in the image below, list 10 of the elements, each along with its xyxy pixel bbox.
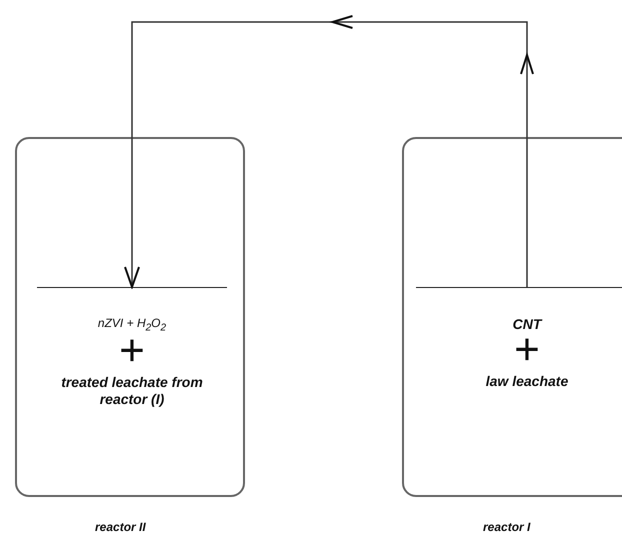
reactor-vessel <box>15 137 245 497</box>
reactor-vessel <box>402 137 622 497</box>
reactor-label: reactor II <box>95 520 146 534</box>
reactor-label: reactor I <box>483 520 530 534</box>
plus-sign: + <box>514 332 540 367</box>
content-label: nZVI + H$_{2}$O$_{2}$ <box>98 316 166 334</box>
content-label: treated leachate from reactor (I) <box>60 374 204 408</box>
content-label: CNT <box>512 316 542 333</box>
plus-sign: + <box>119 334 145 368</box>
content-label: law leachate <box>486 372 568 390</box>
